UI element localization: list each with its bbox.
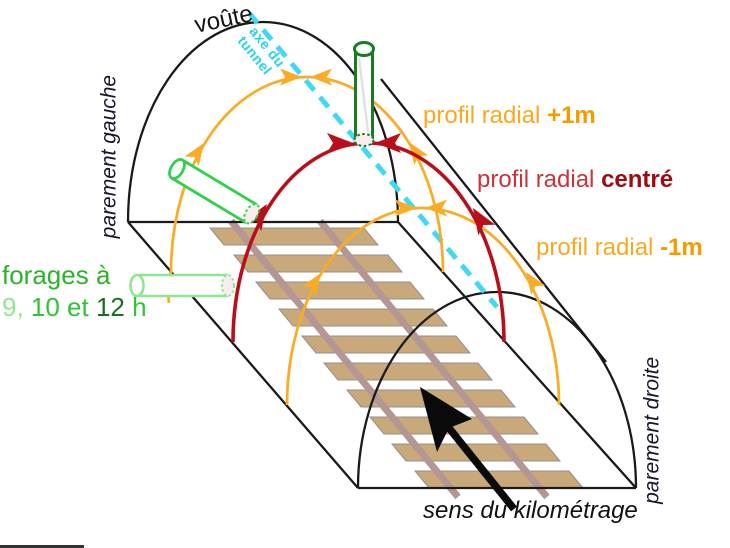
borehole-12-label: 12 — [95, 292, 125, 322]
kilometrage-direction-label: sens du kilométrage — [423, 497, 638, 524]
borehole-9-label: 9, — [2, 292, 24, 322]
arrowhead — [409, 142, 429, 165]
front-arch — [356, 290, 638, 489]
arrowhead — [526, 272, 546, 295]
red-apex-arrowheads — [327, 133, 401, 153]
profile-plus1-label: profil radial +1m — [423, 103, 596, 129]
arrowhead — [184, 143, 204, 166]
back-arch — [126, 20, 400, 223]
borehole-12h-cylinder — [353, 41, 375, 147]
profile-center-label-text: profil radial — [477, 166, 602, 193]
arrowhead — [310, 68, 332, 86]
arrowhead — [425, 199, 447, 217]
kilometrage-arrow — [420, 387, 517, 512]
tunnel-outline — [126, 20, 638, 490]
arrowhead — [327, 133, 353, 153]
rail-left — [228, 218, 461, 500]
arrowhead — [473, 208, 496, 236]
borehole-10-label: 10 et — [23, 292, 96, 322]
boreholes-label-hours: 9, 10 et 12 h — [2, 293, 147, 321]
top-silhouette-edge — [380, 78, 607, 363]
railway-track — [208, 218, 585, 500]
left-wall-label: parement gauche — [97, 74, 121, 239]
floor-right-edge — [397, 221, 637, 489]
profile-plus1-label-text: profil radial — [423, 102, 548, 129]
rail-right — [317, 218, 550, 500]
borehole-9h-cylinder — [129, 273, 235, 298]
profile-minus1-label: profil radial -1m — [536, 235, 703, 261]
tunnel-axis-line — [247, 11, 499, 309]
arrowhead — [301, 273, 321, 296]
arrowhead — [395, 199, 417, 217]
floor-left-edge — [127, 221, 359, 489]
profile-minus1-arc — [285, 206, 561, 406]
profile-minus1-label-text: profil radial — [536, 234, 661, 261]
arrowhead — [375, 133, 401, 153]
right-wall-label: parement droite — [640, 356, 664, 504]
boreholes-label-title: forages à — [2, 260, 111, 290]
orange-arrowheads — [184, 68, 546, 296]
bottom-edge-artifact — [0, 545, 84, 548]
profile-minus1-label-value: -1m — [660, 234, 703, 261]
borehole-hours-suffix: h — [124, 292, 147, 322]
rails — [228, 218, 550, 500]
profile-center-label-value: centré — [601, 166, 674, 193]
profile-center-label: profil radial centré — [477, 167, 673, 193]
borehole-10h-cylinder — [168, 158, 261, 225]
profile-plus1-label-value: +1m — [547, 102, 596, 129]
arrowhead — [280, 68, 302, 86]
